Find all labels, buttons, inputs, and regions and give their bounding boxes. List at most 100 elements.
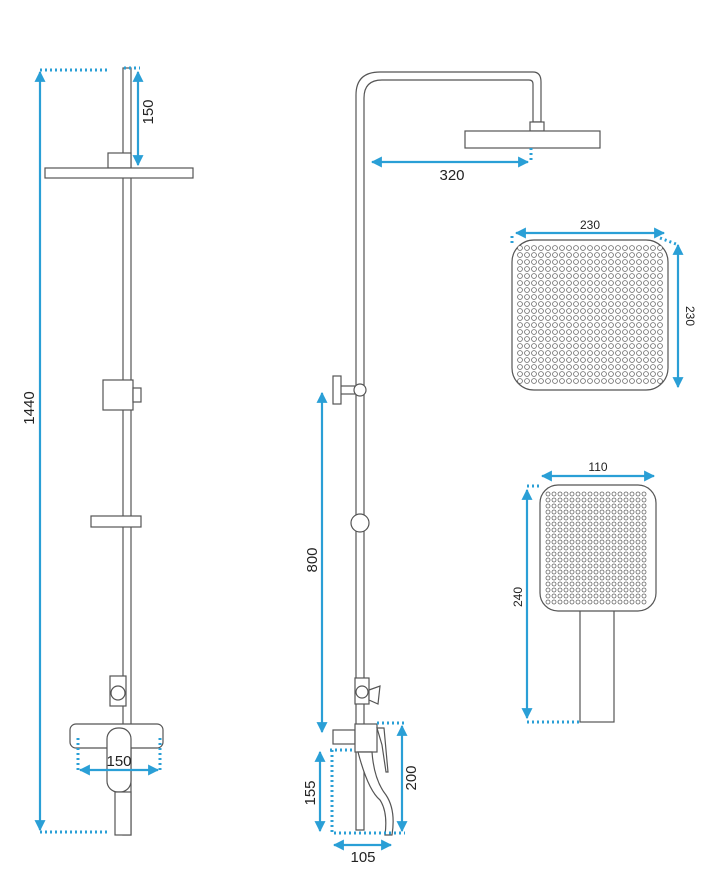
- nozzle: [580, 273, 586, 279]
- nozzle: [611, 599, 617, 605]
- nozzle: [629, 259, 635, 265]
- nozzle: [563, 539, 569, 545]
- nozzle: [538, 259, 544, 265]
- nozzle: [517, 301, 523, 307]
- nozzle: [531, 308, 537, 314]
- nozzle: [641, 575, 647, 581]
- nozzle: [593, 533, 599, 539]
- nozzle: [569, 575, 575, 581]
- label-150-top: 150: [140, 99, 157, 124]
- nozzle: [580, 343, 586, 349]
- nozzle: [617, 569, 623, 575]
- nozzle: [538, 294, 544, 300]
- nozzle: [545, 315, 551, 321]
- head-plate: [511, 239, 669, 391]
- nozzle: [622, 287, 628, 293]
- label-230-width: 230: [580, 218, 600, 232]
- nozzle: [559, 336, 565, 342]
- label-155: 155: [302, 780, 319, 805]
- nozzle: [552, 329, 558, 335]
- nozzle: [643, 357, 649, 363]
- nozzle: [559, 322, 565, 328]
- nozzle: [524, 294, 530, 300]
- nozzle: [566, 308, 572, 314]
- nozzle: [629, 581, 635, 587]
- nozzle: [587, 343, 593, 349]
- nozzle: [611, 551, 617, 557]
- nozzle: [517, 294, 523, 300]
- nozzle: [569, 503, 575, 509]
- nozzle: [635, 503, 641, 509]
- nozzle: [557, 545, 563, 551]
- nozzle: [623, 491, 629, 497]
- nozzle: [601, 364, 607, 370]
- nozzle: [635, 515, 641, 521]
- nozzle: [566, 301, 572, 307]
- nozzle: [594, 294, 600, 300]
- nozzle: [552, 266, 558, 272]
- nozzle: [650, 336, 656, 342]
- nozzle: [559, 308, 565, 314]
- nozzle: [566, 273, 572, 279]
- nozzle: [615, 336, 621, 342]
- nozzle: [569, 521, 575, 527]
- nozzle: [636, 322, 642, 328]
- mixer-lever: [376, 727, 389, 773]
- nozzle: [587, 273, 593, 279]
- nozzle: [581, 545, 587, 551]
- spout: [357, 751, 394, 836]
- nozzle: [636, 266, 642, 272]
- nozzle: [611, 497, 617, 503]
- nozzle: [641, 539, 647, 545]
- nozzle: [650, 350, 656, 356]
- nozzle: [594, 336, 600, 342]
- nozzle: [545, 350, 551, 356]
- nozzle: [605, 599, 611, 605]
- nozzle: [636, 378, 642, 384]
- nozzle: [545, 259, 551, 265]
- nozzle: [545, 371, 551, 377]
- nozzle: [573, 259, 579, 265]
- nozzle: [559, 357, 565, 363]
- nozzle: [636, 308, 642, 314]
- nozzle: [569, 497, 575, 503]
- nozzle: [538, 252, 544, 258]
- nozzle: [517, 273, 523, 279]
- nozzle: [594, 301, 600, 307]
- nozzle: [580, 378, 586, 384]
- nozzle: [580, 301, 586, 307]
- nozzle: [635, 509, 641, 515]
- nozzle: [615, 378, 621, 384]
- nozzle: [538, 280, 544, 286]
- nozzle: [636, 280, 642, 286]
- nozzle: [545, 245, 551, 251]
- nozzle: [538, 301, 544, 307]
- nozzle: [657, 315, 663, 321]
- nozzle: [636, 336, 642, 342]
- nozzle: [617, 563, 623, 569]
- nozzle: [575, 545, 581, 551]
- nozzle: [581, 491, 587, 497]
- hand-shower-plan: 110 240: [511, 460, 657, 724]
- nozzle: [552, 350, 558, 356]
- nozzle: [581, 551, 587, 557]
- nozzle: [524, 245, 530, 251]
- nozzle: [650, 301, 656, 307]
- nozzle: [635, 575, 641, 581]
- nozzle: [566, 280, 572, 286]
- nozzle: [623, 539, 629, 545]
- nozzle: [608, 378, 614, 384]
- nozzle: [593, 575, 599, 581]
- nozzle: [559, 364, 565, 370]
- nozzle: [575, 563, 581, 569]
- nozzle: [635, 587, 641, 593]
- nozzle: [650, 357, 656, 363]
- nozzle: [601, 322, 607, 328]
- nozzle: [608, 322, 614, 328]
- nozzle: [635, 545, 641, 551]
- nozzle: [552, 273, 558, 279]
- nozzle: [593, 491, 599, 497]
- nozzle: [593, 557, 599, 563]
- nozzle: [545, 503, 551, 509]
- nozzle: [643, 350, 649, 356]
